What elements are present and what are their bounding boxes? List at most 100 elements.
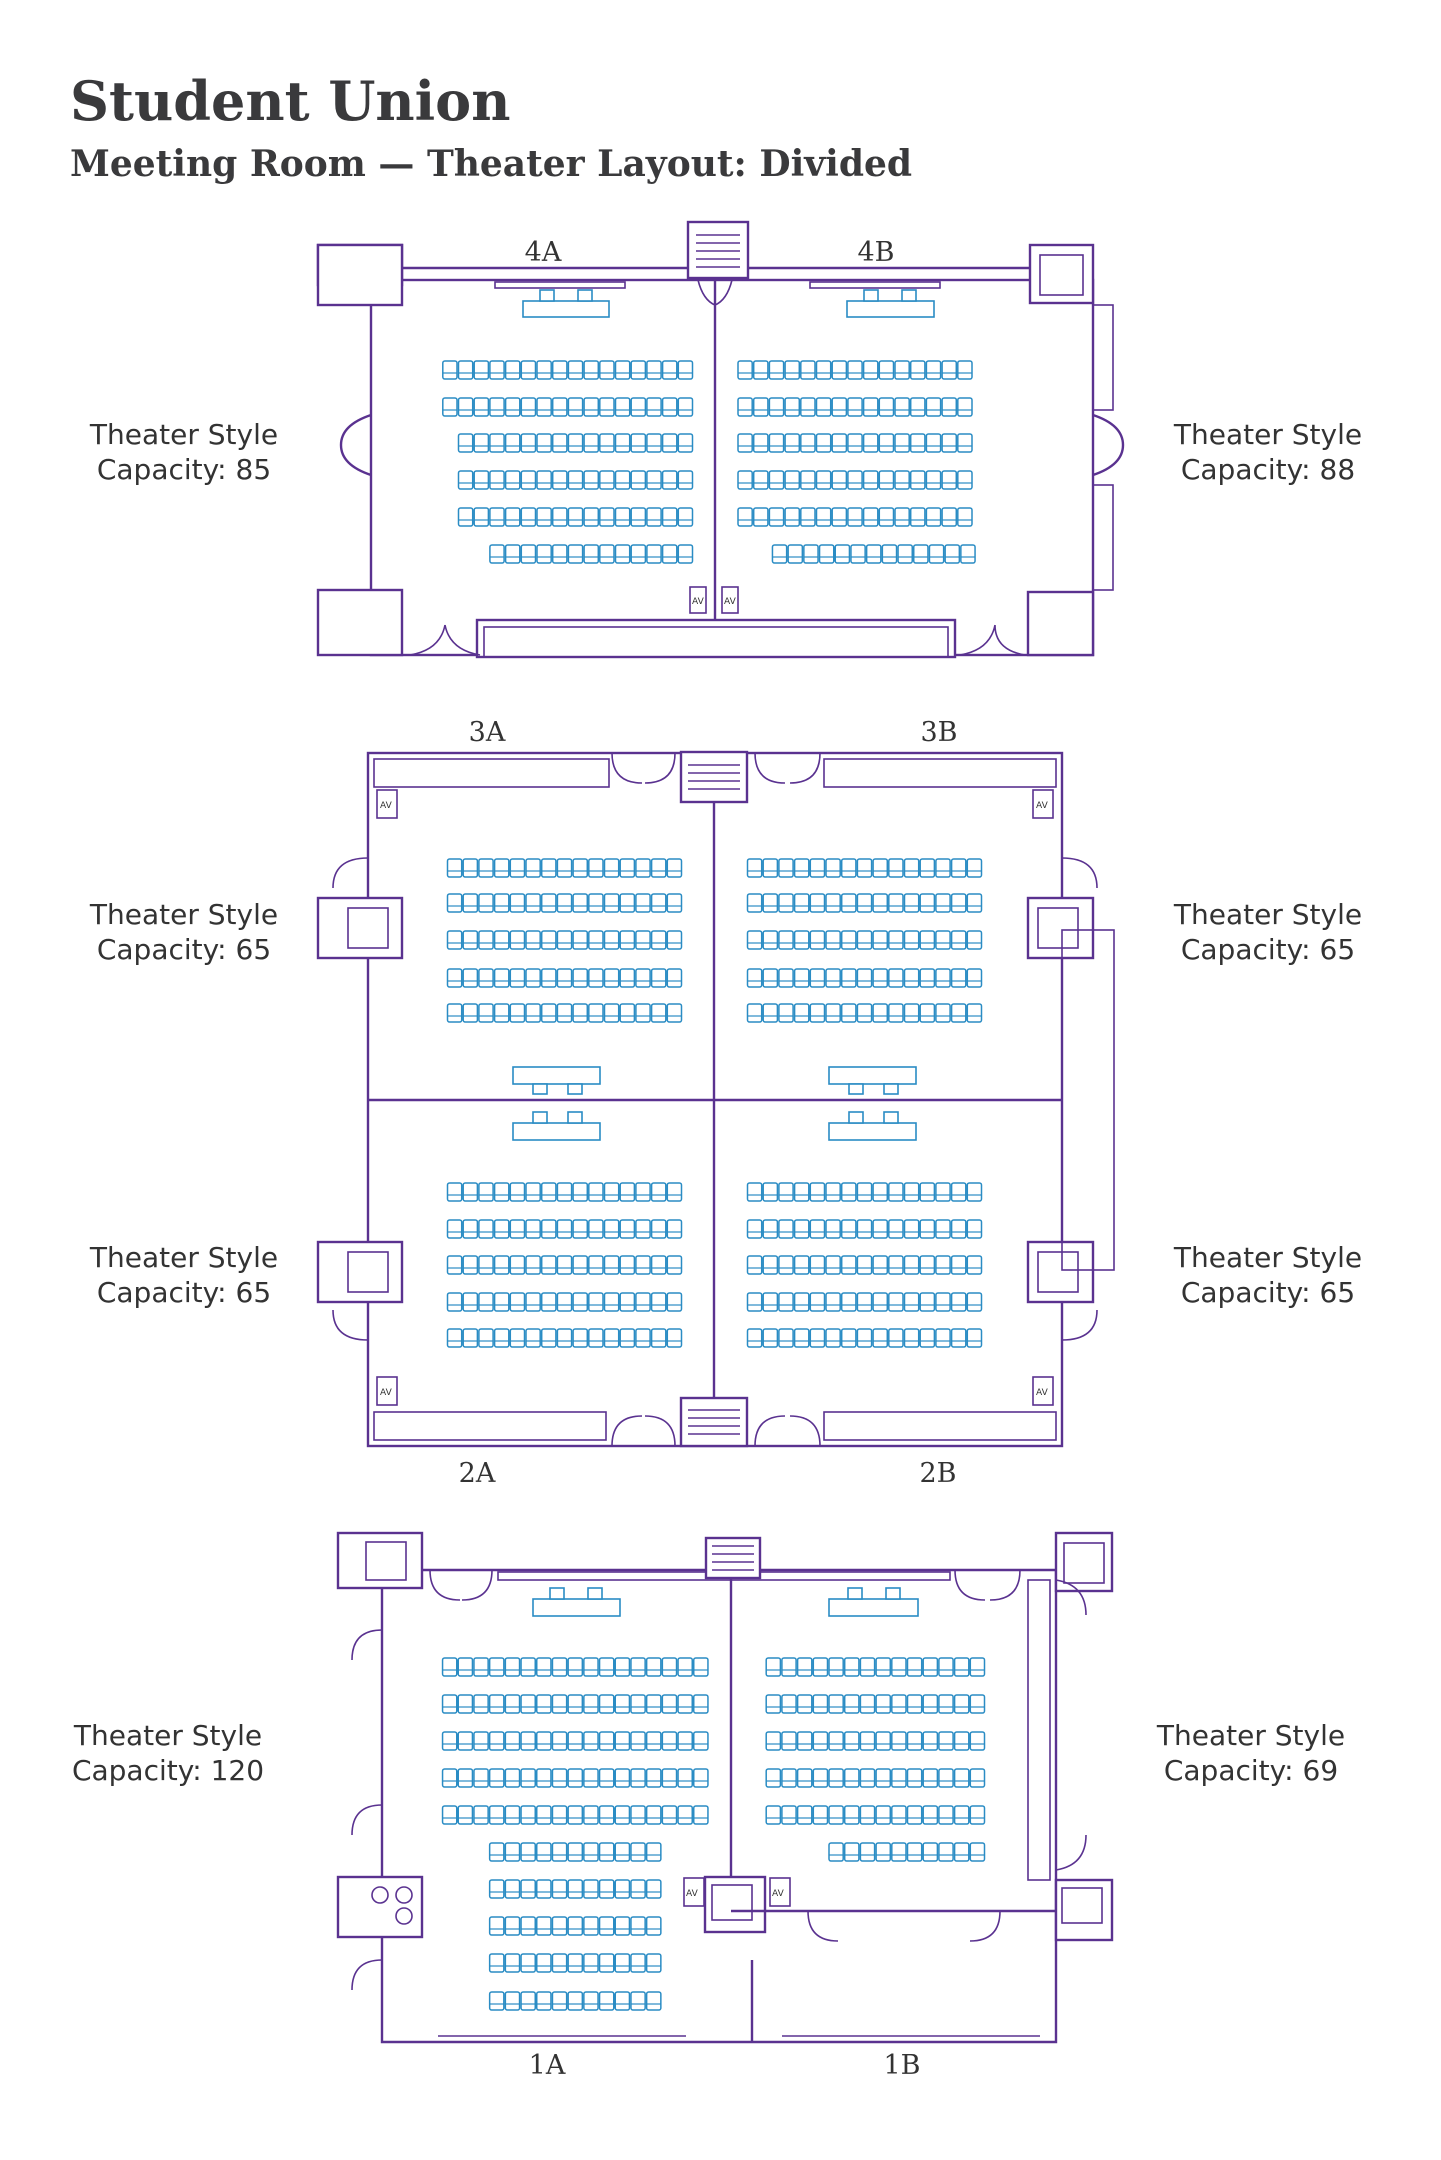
seat bbox=[906, 1657, 923, 1677]
av-closet-label: AV bbox=[772, 1889, 785, 1899]
seat bbox=[509, 1328, 526, 1348]
av-closet-label: AV bbox=[1036, 1388, 1049, 1398]
seat-row-1a bbox=[488, 1879, 662, 1899]
seat bbox=[677, 470, 694, 490]
seat bbox=[840, 1255, 857, 1275]
seat bbox=[784, 397, 801, 417]
seat-row-4b bbox=[737, 397, 973, 417]
seat bbox=[800, 507, 816, 527]
seat bbox=[859, 1768, 876, 1788]
seat bbox=[765, 1694, 782, 1714]
seat bbox=[677, 1731, 693, 1751]
seat bbox=[843, 1842, 860, 1862]
seat bbox=[504, 360, 521, 380]
seat bbox=[488, 1953, 505, 1973]
seat bbox=[583, 1953, 599, 1973]
seat bbox=[938, 1805, 954, 1825]
seat bbox=[567, 1768, 584, 1788]
seat bbox=[784, 470, 801, 490]
seat bbox=[891, 1694, 907, 1714]
seat bbox=[677, 1805, 693, 1825]
seat bbox=[966, 1328, 983, 1348]
seat bbox=[630, 1768, 646, 1788]
seat-row-2a bbox=[446, 1182, 683, 1202]
seat bbox=[614, 507, 631, 527]
seat bbox=[603, 1219, 620, 1239]
seat bbox=[598, 1842, 615, 1862]
seat bbox=[746, 893, 763, 913]
seat bbox=[752, 397, 769, 417]
seat bbox=[473, 433, 490, 453]
seat-row-3b bbox=[746, 1003, 983, 1023]
seat bbox=[825, 1328, 841, 1348]
seat bbox=[878, 360, 895, 380]
seat bbox=[746, 1219, 763, 1239]
seat bbox=[603, 1003, 620, 1023]
seat bbox=[666, 893, 683, 913]
seat bbox=[793, 1328, 810, 1348]
seat bbox=[603, 930, 620, 950]
seat bbox=[825, 1182, 841, 1202]
seat bbox=[572, 1292, 589, 1312]
seat bbox=[966, 1182, 983, 1202]
seat bbox=[906, 1768, 923, 1788]
seat bbox=[793, 930, 810, 950]
seat bbox=[925, 470, 942, 490]
seat bbox=[903, 858, 920, 878]
seat bbox=[897, 544, 913, 564]
seat-row-2a bbox=[446, 1219, 683, 1239]
seat bbox=[781, 1694, 797, 1714]
seat bbox=[583, 1879, 599, 1899]
room-label-4b: 4B bbox=[857, 237, 894, 268]
seat bbox=[677, 360, 694, 380]
seat bbox=[478, 930, 494, 950]
seat-row-2b bbox=[746, 1328, 983, 1348]
seat bbox=[809, 930, 826, 950]
seat bbox=[938, 1731, 954, 1751]
seat bbox=[489, 507, 505, 527]
seat bbox=[630, 1657, 646, 1677]
seat bbox=[583, 1768, 599, 1788]
seat bbox=[661, 1731, 678, 1751]
seat bbox=[551, 1805, 568, 1825]
seat bbox=[840, 1219, 857, 1239]
seat bbox=[650, 1328, 667, 1348]
seat bbox=[478, 1219, 494, 1239]
seat bbox=[872, 1003, 889, 1023]
seat bbox=[446, 858, 463, 878]
seat bbox=[509, 930, 526, 950]
seat bbox=[935, 930, 951, 950]
stage-table-4a bbox=[522, 289, 610, 318]
seat bbox=[778, 1182, 794, 1202]
seat bbox=[556, 1328, 573, 1348]
seat-row-1b bbox=[765, 1768, 986, 1788]
seat bbox=[969, 1694, 986, 1714]
seat bbox=[457, 360, 474, 380]
seat bbox=[746, 1255, 763, 1275]
seat bbox=[831, 360, 848, 380]
seat bbox=[859, 1694, 876, 1714]
seat bbox=[645, 1916, 662, 1936]
seat bbox=[856, 968, 873, 988]
seat bbox=[551, 1731, 568, 1751]
seat bbox=[536, 1731, 552, 1751]
seat-row-4a bbox=[457, 507, 694, 527]
seat bbox=[598, 1805, 615, 1825]
room-label-3b: 3B bbox=[920, 717, 957, 748]
seat bbox=[938, 1694, 954, 1714]
seat bbox=[462, 1292, 479, 1312]
seat bbox=[809, 1219, 826, 1239]
seat bbox=[909, 470, 926, 490]
seat bbox=[966, 1292, 983, 1312]
seat bbox=[520, 1879, 536, 1899]
seat bbox=[630, 1879, 646, 1899]
seat bbox=[619, 1003, 636, 1023]
seat bbox=[925, 507, 942, 527]
seat bbox=[645, 1694, 662, 1714]
seat bbox=[583, 1694, 599, 1714]
seat bbox=[872, 893, 889, 913]
seat bbox=[645, 1731, 662, 1751]
seat-row-1b bbox=[765, 1694, 986, 1714]
seat bbox=[504, 433, 521, 453]
seat bbox=[909, 433, 926, 453]
